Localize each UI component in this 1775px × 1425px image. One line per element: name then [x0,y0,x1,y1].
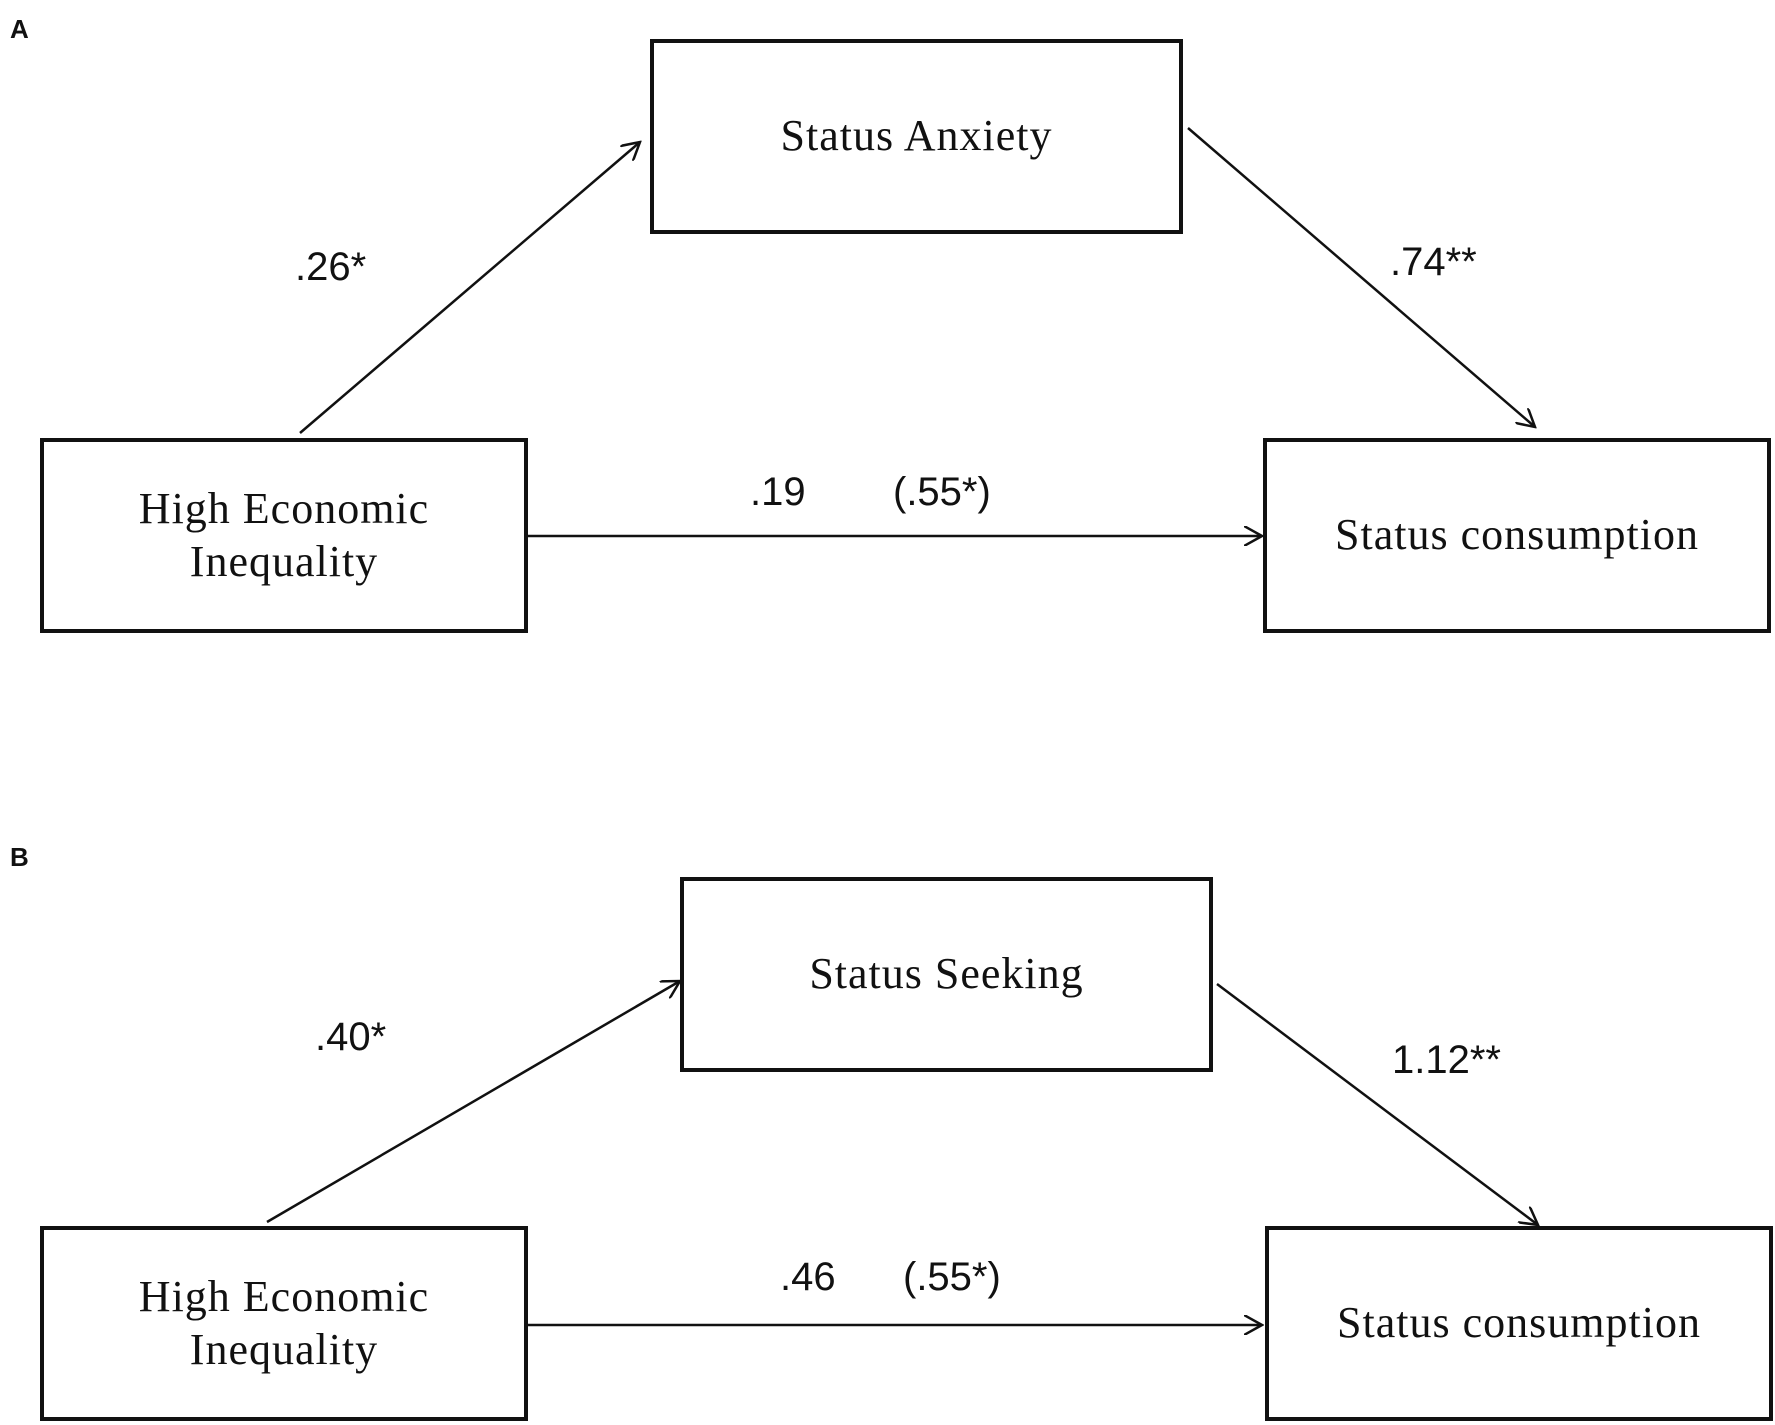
panel-a-path-c-total-coefficient: (.55*) [893,470,991,514]
panel-b-path-a-coefficient: .40* [315,1015,387,1059]
panel-b-mediator-label: Status Seeking [809,949,1084,999]
panel-b-predictor-label-line1: High Economic [138,1271,430,1321]
panel-a-mediator-label: Status Anxiety [780,111,1053,161]
panel-a-predictor-box: High Economic Inequality [40,438,528,633]
panel-b-arrow-predictor-to-mediator [266,981,680,1224]
panel-a-letter: A [10,14,29,44]
panel-a-outcome-label: Status consumption [1335,510,1699,560]
panel-b-path-c-direct-coefficient: .46 [780,1255,836,1299]
panel-b-outcome-box: Status consumption [1265,1226,1773,1421]
panel-a-predictor-label-line1: High Economic [138,483,430,533]
panel-a-mediator-box: Status Anxiety [650,39,1183,234]
panel-a-predictor-label-line2: Inequality [189,536,379,586]
panel-a-path-a-coefficient: .26* [295,245,367,289]
panel-a-path-b-coefficient: .74** [1390,240,1477,284]
panel-b-outcome-label: Status consumption [1337,1298,1701,1348]
panel-b-predictor-label-line2: Inequality [189,1324,379,1374]
panel-a-arrow-predictor-to-mediator [299,142,640,434]
panel-b-path-b-coefficient: 1.12** [1392,1038,1501,1082]
panel-b-predictor-box: High Economic Inequality [40,1226,528,1421]
panel-a-outcome-box: Status consumption [1263,438,1771,633]
panel-a-path-c-direct-coefficient: .19 [750,470,806,514]
panel-b-letter: B [10,842,29,872]
panel-b-path-c-total-coefficient: (.55*) [903,1255,1001,1299]
panel-a-arrow-mediator-to-outcome [1187,127,1535,427]
panel-b-arrow-mediator-to-outcome [1216,983,1538,1225]
panel-b-mediator-box: Status Seeking [680,877,1213,1072]
